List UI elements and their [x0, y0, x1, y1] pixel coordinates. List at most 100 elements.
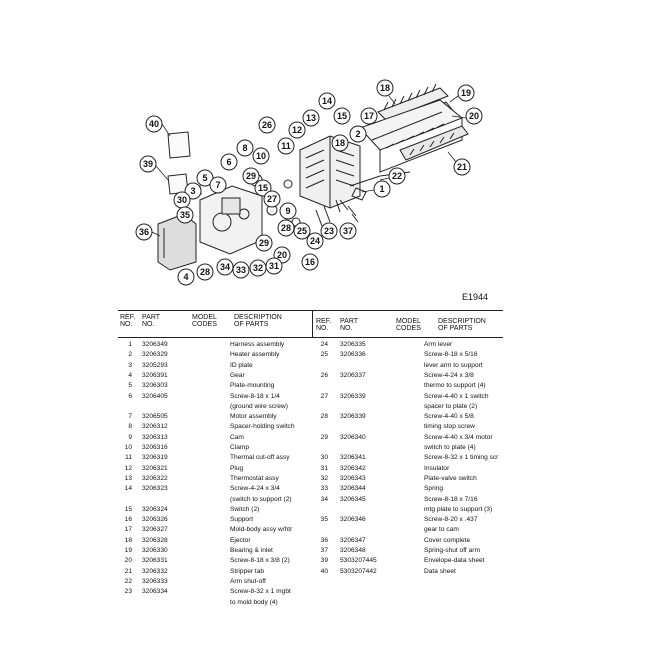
part-ref-number: 6 — [128, 392, 132, 400]
part-description: Thermal cut-off assy — [230, 454, 290, 462]
callout-35: 35 — [176, 206, 194, 224]
part-number: 3206348 — [340, 547, 366, 554]
callout-29b: 29 — [255, 234, 273, 252]
motor-part — [221, 197, 241, 215]
part-number: 3206316 — [142, 444, 168, 451]
callout-7: 7 — [209, 176, 227, 194]
svg-text:17: 17 — [364, 111, 374, 121]
part-number: 3206312 — [142, 423, 168, 431]
callout-22: 22 — [388, 167, 406, 185]
callout-2: 2 — [349, 125, 367, 143]
callout-3: 3 — [184, 182, 202, 200]
header-desc-right: DESCRIPTION OF PARTS — [438, 318, 486, 332]
callout-16: 16 — [301, 253, 319, 271]
part-number: 3206334 — [142, 588, 168, 596]
part-ref-number: 35 — [320, 516, 328, 524]
part-description: spacer to plate (2) — [424, 402, 478, 410]
part-ref-number: 37 — [320, 547, 328, 554]
svg-text:39: 39 — [143, 159, 153, 169]
part-description: Data sheet — [424, 567, 456, 575]
part-number: 3206345 — [340, 495, 366, 503]
callout-group: 1 2 3 4 5 6 7 8 9 10 11 12 13 14 15 15 1… — [135, 79, 483, 286]
part-number: 3206329 — [142, 351, 168, 359]
part-ref-number: 4 — [128, 371, 132, 379]
callout-30: 30 — [173, 191, 191, 209]
part-ref-number: 11 — [125, 454, 132, 462]
part-ref-number: 9 — [128, 433, 132, 441]
cover-part — [157, 213, 197, 271]
part-description: mtg plate to support (3) — [424, 505, 493, 513]
part-ref-number: 18 — [124, 536, 132, 544]
part-number: 3206337 — [340, 371, 366, 379]
svg-text:10: 10 — [256, 151, 266, 161]
screws-part — [315, 199, 341, 227]
part-ref-number: 5 — [128, 382, 132, 390]
part-ref-number: 34 — [320, 495, 328, 503]
part-number: 3206339 — [340, 392, 366, 400]
part-number: 3206344 — [340, 485, 366, 493]
part-description: Arm shut-off — [230, 577, 266, 585]
callout-12: 12 — [288, 121, 306, 139]
part-description: thermo to support (4) — [424, 382, 486, 390]
svg-text:8: 8 — [242, 143, 247, 153]
svg-text:3: 3 — [190, 186, 195, 196]
part-number: 3206336 — [340, 351, 366, 359]
callout-13: 13 — [302, 109, 320, 127]
part-description: Support — [230, 516, 254, 524]
svg-text:13: 13 — [306, 113, 316, 123]
part-ref-number: 24 — [320, 341, 328, 348]
part-ref-number: 17 — [124, 526, 132, 534]
part-number: 3206391 — [142, 371, 168, 379]
svg-text:21: 21 — [457, 162, 467, 172]
svg-text:9: 9 — [285, 206, 290, 216]
svg-text:28: 28 — [200, 267, 210, 277]
svg-text:11: 11 — [281, 141, 291, 151]
svg-text:18: 18 — [380, 83, 390, 93]
part-description: Bearing & inlet — [230, 547, 273, 554]
part-description: Harness assembly — [230, 341, 285, 348]
part-ref-number: 28 — [320, 413, 328, 421]
part-number: 3206505 — [142, 413, 168, 421]
part-description: Spacer-holding switch — [230, 423, 295, 431]
callout-25: 25 — [293, 222, 311, 240]
svg-text:35: 35 — [180, 210, 190, 220]
svg-text:14: 14 — [322, 96, 332, 106]
svg-text:7: 7 — [215, 180, 220, 190]
part-number: 3206313 — [142, 433, 168, 441]
clamp-part — [283, 179, 293, 189]
part-number: 3206349 — [142, 341, 168, 348]
svg-text:4: 4 — [183, 272, 188, 282]
part-number: 3206343 — [340, 474, 366, 482]
part-number: 5303207442 — [340, 567, 377, 575]
part-number: 3206341 — [340, 454, 366, 462]
part-description: switch to plate (4) — [424, 444, 476, 451]
callout-40: 40 — [145, 115, 163, 133]
svg-text:15: 15 — [337, 111, 347, 121]
part-ref-number: 12 — [124, 464, 132, 472]
part-ref-number: 1 — [128, 341, 132, 348]
callout-33: 33 — [232, 261, 250, 279]
callout-11: 11 — [277, 137, 295, 155]
part-description: Screw-4-40 x 5/8 — [424, 413, 474, 421]
part-description: Screw-8-20 x .437 — [424, 516, 478, 524]
part-number: 3206323 — [142, 485, 168, 493]
part-number: 3206326 — [142, 516, 168, 524]
callout-1: 1 — [373, 180, 391, 198]
svg-text:16: 16 — [305, 257, 315, 267]
part-ref-number: 29 — [320, 433, 328, 441]
part-ref-number: 21 — [124, 567, 132, 575]
callout-8: 8 — [236, 139, 254, 157]
callout-5: 5 — [196, 169, 214, 187]
svg-text:1: 1 — [379, 184, 384, 194]
svg-text:22: 22 — [392, 171, 402, 181]
part-description: (switch to support (2) — [230, 495, 292, 503]
callout-21: 21 — [453, 158, 471, 176]
part-number: 3206405 — [142, 392, 168, 400]
svg-text:37: 37 — [343, 226, 353, 236]
leader-lines — [151, 95, 467, 237]
part-ref-number: 16 — [124, 516, 132, 524]
svg-text:33: 33 — [236, 265, 246, 275]
svg-text:20: 20 — [277, 250, 287, 260]
header-ref-right: REF. NO. — [316, 318, 332, 332]
part-description: to mold body (4) — [230, 598, 278, 606]
